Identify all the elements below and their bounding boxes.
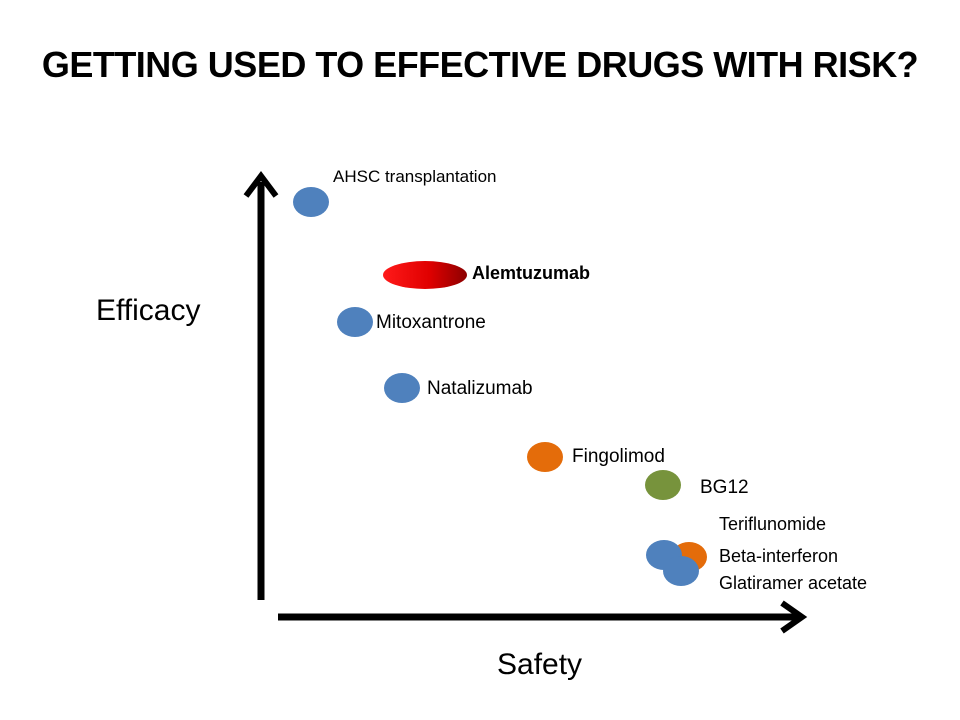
marker-fingolimod <box>527 442 563 472</box>
label-alemtuzumab: Alemtuzumab <box>472 263 590 283</box>
marker-natalizumab <box>384 373 420 403</box>
label-bg12: BG12 <box>700 477 749 498</box>
x-axis-label: Safety <box>497 648 583 681</box>
label-ahsc-transplantation: AHSC transplantation <box>333 167 496 186</box>
x-axis-arrow <box>278 600 808 634</box>
marker-mitoxantrone <box>337 307 373 337</box>
label-mitoxantrone: Mitoxantrone <box>376 312 486 333</box>
marker-glatiramer-acetate <box>663 556 699 586</box>
label-beta-interferon: Beta-interferon <box>719 546 838 566</box>
y-axis-label: Efficacy <box>96 294 201 327</box>
x-axis-arrowhead <box>780 600 808 634</box>
marker-bg12 <box>645 470 681 500</box>
label-glatiramer-acetate: Glatiramer acetate <box>719 573 867 593</box>
marker-ahsc-transplantation <box>293 187 329 217</box>
label-natalizumab: Natalizumab <box>427 378 533 399</box>
marker-alemtuzumab <box>383 261 467 289</box>
label-fingolimod: Fingolimod <box>572 446 665 467</box>
y-axis-arrow <box>243 171 279 600</box>
label-teriflunomide: Teriflunomide <box>719 514 826 534</box>
y-axis-arrowhead <box>243 171 279 198</box>
slide-title: GETTING USED TO EFFECTIVE DRUGS WITH RIS… <box>41 44 919 85</box>
